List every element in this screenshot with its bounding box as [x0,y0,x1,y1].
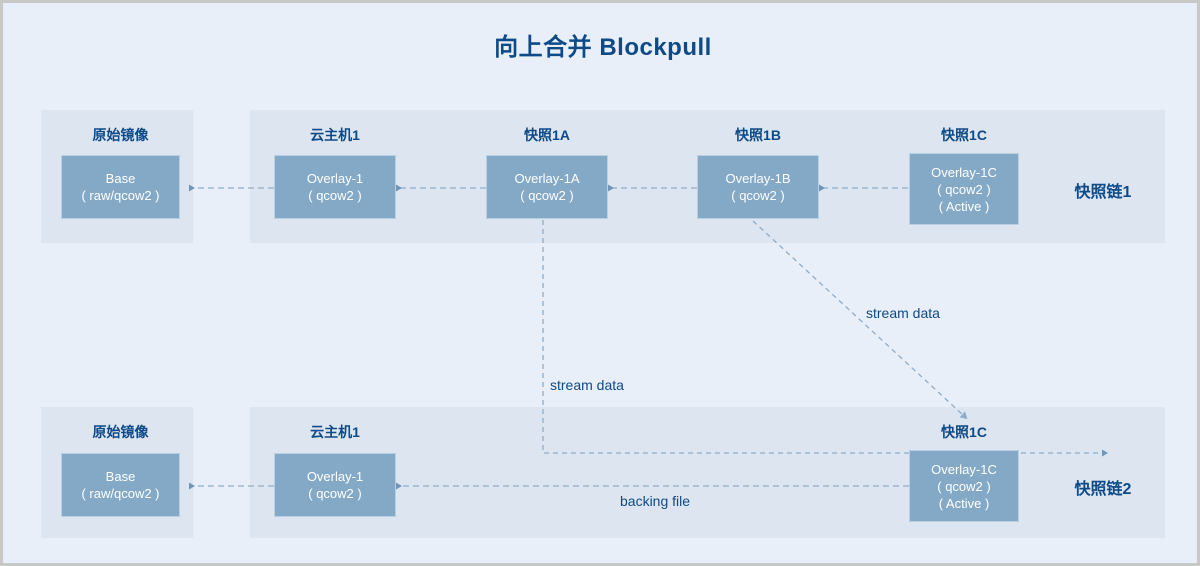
edge-label-backing-file: backing file [620,493,691,509]
node-chain1-overlay1a[interactable]: Overlay-1A ( qcow2 ) [486,155,608,219]
node-line: ( qcow2 ) [731,188,785,203]
caption-chain1-node4: 快照1C [941,127,987,143]
node-line: Overlay-1C [931,164,997,180]
node-line: ( raw/qcow2 ) [81,486,160,501]
caption-chain1-node3: 快照1B [735,127,781,143]
node-line: Overlay-1B [725,171,791,186]
node-line: Base [105,171,136,186]
node-chain1-overlay1c[interactable]: Overlay-1C ( qcow2 ) ( Active ) [909,153,1019,225]
node-chain2-overlay1[interactable]: Overlay-1 ( qcow2 ) [274,453,396,517]
node-line: Overlay-1A [514,171,580,186]
caption-chain1-node1: 云主机1 [310,127,360,143]
page-title: 向上合并 Blockpull [494,34,712,61]
edge-label-stream-data-vertical: stream data [550,377,624,393]
node-chain2-base[interactable]: Base ( raw/qcow2 ) [61,453,180,517]
node-line: Overlay-1 [306,469,364,484]
node-line: Overlay-1 [306,171,364,186]
node-chain1-overlay1b[interactable]: Overlay-1B ( qcow2 ) [697,155,819,219]
edge-label-stream-data-diagonal: stream data [866,305,940,321]
node-line: ( qcow2 ) [308,486,362,501]
node-line: Base [105,469,136,484]
node-line: ( qcow2 ) [937,478,991,494]
chain-label-2: 快照链2 [1074,481,1132,498]
caption-chain1-node0: 原始镜像 [92,127,149,143]
node-line: ( Active ) [938,198,990,214]
node-line: ( qcow2 ) [520,188,574,203]
node-line: ( raw/qcow2 ) [81,188,160,203]
node-chain1-overlay1[interactable]: Overlay-1 ( qcow2 ) [274,155,396,219]
node-line: ( Active ) [938,495,990,511]
caption-chain2-node0: 原始镜像 [92,424,149,440]
caption-chain2-node2: 快照1C [941,424,987,440]
node-chain1-base[interactable]: Base ( raw/qcow2 ) [61,155,180,219]
node-chain2-overlay1c[interactable]: Overlay-1C ( qcow2 ) ( Active ) [909,450,1019,522]
node-line: ( qcow2 ) [308,188,362,203]
node-line: Overlay-1C [931,461,997,477]
node-line: ( qcow2 ) [937,181,991,197]
chain-label-1: 快照链1 [1074,184,1132,201]
caption-chain2-node1: 云主机1 [310,424,360,440]
caption-chain1-node2: 快照1A [524,127,570,143]
